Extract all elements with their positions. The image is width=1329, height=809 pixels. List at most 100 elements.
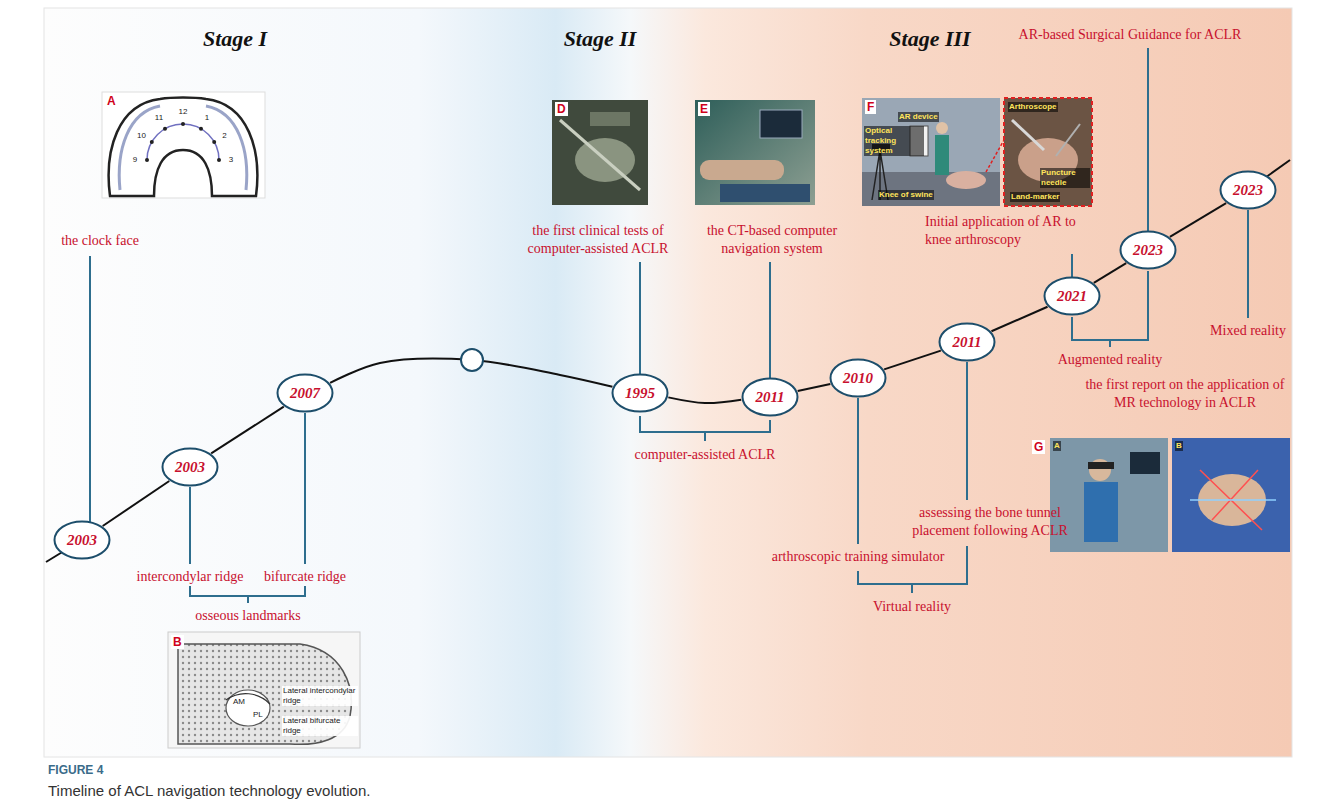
- photo-d: [552, 100, 648, 205]
- ellipse-shape: [743, 379, 798, 416]
- year-text: 2023: [1233, 181, 1263, 199]
- clock-dot: [163, 127, 167, 131]
- group-bracket: [190, 586, 305, 603]
- timeline-label: the clock face: [40, 232, 160, 250]
- ellipse-shape: [613, 375, 668, 412]
- stage-heading: Stage III: [865, 26, 995, 52]
- timeline-label: AR-based Surgical Guidance for ACLR: [995, 26, 1265, 44]
- figure-caption: Timeline of ACL navigation technology ev…: [48, 781, 1048, 800]
- group-label: osseous landmarks: [173, 607, 323, 625]
- year-text: 2010: [843, 369, 873, 387]
- timeline-label: assessing the bone tunnel placement foll…: [910, 504, 1070, 540]
- group-label: Virtual reality: [852, 598, 972, 616]
- photo-label: Puncture needle: [1040, 168, 1090, 188]
- year-text: 1995: [625, 384, 655, 402]
- drape: [720, 184, 810, 202]
- year-ellipse: 2023: [1219, 170, 1277, 210]
- leader-line: [639, 262, 641, 374]
- ellipse-shape: [831, 360, 886, 397]
- leader-line: [189, 487, 191, 564]
- leader-line: [966, 362, 968, 500]
- year-ellipse: 2011: [938, 322, 996, 362]
- arthroscope: [1012, 120, 1044, 150]
- year-text: 2007: [290, 384, 320, 402]
- ellipse-shape: [55, 522, 110, 559]
- subfigure-letter: F: [865, 100, 876, 114]
- headset: [1088, 462, 1114, 469]
- ellipse-shape: [163, 449, 218, 486]
- person-body: [1084, 482, 1118, 542]
- year-text: 2023: [1133, 241, 1163, 259]
- photo-detail: [590, 112, 630, 126]
- stage-heading: Stage II: [535, 26, 665, 52]
- clock-number: 9: [127, 155, 143, 165]
- person-body: [935, 135, 949, 175]
- subfigure-letter: G: [1032, 440, 1045, 454]
- photo: [552, 100, 648, 205]
- clock-dot: [150, 140, 154, 144]
- subfigure-letter: B: [171, 635, 184, 649]
- timeline-segment: [103, 481, 170, 526]
- group-label: Augmented reality: [1045, 351, 1175, 369]
- knee: [946, 171, 986, 189]
- photo: [1172, 438, 1290, 552]
- clock-number: 11: [151, 113, 167, 123]
- clock-number: 3: [223, 155, 239, 165]
- leader-line: [304, 413, 306, 564]
- timeline-label: Initial application of AR to knee arthro…: [925, 213, 1100, 249]
- leader-line: [769, 262, 771, 378]
- ellipse-shape: [278, 375, 333, 412]
- clock-dot: [199, 127, 203, 131]
- year-ellipse: 2003: [161, 447, 219, 487]
- clock-arc: [147, 124, 219, 160]
- leader-line: [1071, 254, 1073, 277]
- monitor: [1130, 452, 1160, 474]
- ellipse-shape: [1221, 172, 1276, 209]
- stage-heading: Stage I: [170, 26, 300, 52]
- clock-number: 10: [133, 131, 149, 141]
- timeline-label: the first report on the application of M…: [1080, 376, 1290, 412]
- hologram-line: [1190, 499, 1276, 501]
- subfigure-letter: A: [105, 94, 118, 108]
- cartilage: [206, 106, 247, 190]
- timeline-label: the first clinical tests of computer-ass…: [512, 222, 684, 258]
- timeline-segment: [798, 384, 831, 391]
- timeline-segment: [1094, 263, 1126, 283]
- femoral-condyle: [109, 98, 258, 197]
- photo: [695, 100, 815, 205]
- group-bracket: [640, 416, 770, 441]
- year-text: 2003: [175, 458, 205, 476]
- timeline-segment: [991, 307, 1047, 332]
- drawing-label: Lateral bifurcate ridge: [282, 716, 358, 736]
- year-ellipse: 2010: [829, 358, 887, 398]
- footprint: [226, 690, 270, 726]
- leader-line: [857, 398, 859, 544]
- clock-dot: [181, 122, 185, 126]
- year-ellipse: 2011: [741, 377, 799, 417]
- zoom-line: [986, 140, 1004, 172]
- timeline-label: the CT-based computer navigation system: [697, 222, 847, 258]
- photo-g: [1050, 438, 1290, 552]
- clock-dot: [217, 158, 221, 162]
- photo-label: AR device: [898, 112, 939, 122]
- group-label: Mixed reality: [1198, 322, 1298, 340]
- photo-label: Knee of swine: [878, 190, 934, 200]
- brackets: [190, 271, 1148, 603]
- timeline-segment: [211, 407, 284, 454]
- monitor: [760, 110, 802, 138]
- year-ellipse: 2007: [276, 373, 334, 413]
- needle: [1056, 124, 1080, 156]
- ellipse-shape: [1121, 232, 1176, 269]
- floor: [862, 172, 1000, 206]
- timeline-label: arthroscopic training simulator: [763, 548, 953, 566]
- drawing-label: Lateral intercondylar ridge: [282, 686, 358, 706]
- leader-line: [89, 256, 91, 523]
- timeline-segment: [1170, 203, 1226, 237]
- timeline-segment: [668, 397, 741, 403]
- photo-f: [862, 98, 1092, 206]
- leader-line: [1147, 48, 1149, 231]
- year-ellipse: 1995: [611, 373, 669, 413]
- year-text: 2021: [1057, 287, 1087, 305]
- clock-number: 2: [217, 131, 233, 141]
- figure-number: FIGURE 4: [48, 762, 248, 778]
